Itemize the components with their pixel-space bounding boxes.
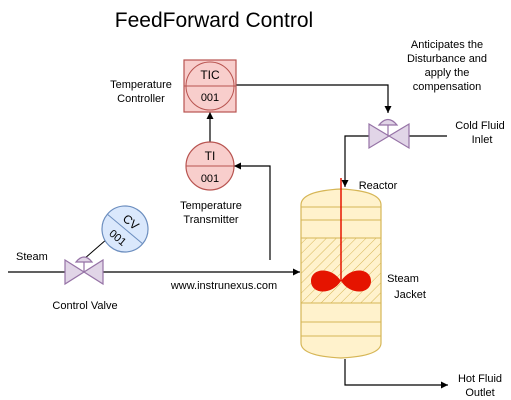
annotation-line: Disturbance and	[407, 53, 487, 65]
tic-tag: TIC	[200, 68, 220, 82]
jacket-label-line1: Steam	[387, 273, 419, 285]
cold-fluid-label-line2: Inlet	[472, 134, 493, 146]
annotation-line: Anticipates the	[411, 39, 483, 51]
control-valve-label: Control Valve	[52, 300, 117, 312]
page-title: FeedForward Control	[115, 9, 313, 32]
piping	[8, 84, 448, 389]
annotation-line: apply the	[425, 67, 470, 79]
ti-label-line2: Transmitter	[183, 214, 239, 226]
feedforward-valve[interactable]	[368, 118, 410, 150]
watermark: www.instrunexus.com	[170, 280, 277, 292]
ti-number: 001	[201, 173, 219, 185]
ti-instrument[interactable]: TI 001	[185, 141, 235, 191]
hot-fluid-label-line2: Outlet	[465, 387, 494, 399]
agitator	[311, 178, 371, 292]
reactor-to-ti-line	[234, 162, 271, 260]
ti-label-line1: Temperature	[180, 200, 242, 212]
cold-fluid-to-reactor-line	[341, 135, 369, 187]
jacket-label-line2: Jacket	[394, 289, 426, 301]
ti-tag: TI	[205, 149, 216, 163]
tic-to-feedforward-valve-line	[236, 84, 392, 113]
cold-fluid-label-line1: Cold Fluid	[455, 120, 505, 132]
annotation-line: compensation	[413, 81, 482, 93]
tic-label-line2: Controller	[117, 93, 165, 105]
hot-fluid-outlet-line	[344, 359, 448, 389]
hot-fluid-label-line1: Hot Fluid	[458, 373, 502, 385]
tic-instrument[interactable]: TIC 001	[183, 59, 237, 113]
tic-number: 001	[201, 92, 219, 104]
tic-label-line1: Temperature	[110, 79, 172, 91]
cv-link-line	[83, 238, 108, 260]
feedforward-annotation: Anticipates the Disturbance and apply th…	[407, 39, 487, 93]
control-valve[interactable]	[64, 256, 104, 286]
reactor-label: Reactor	[359, 180, 398, 192]
cv-instrument[interactable]: CV 001	[93, 197, 158, 262]
steam-label: Steam	[16, 251, 48, 263]
